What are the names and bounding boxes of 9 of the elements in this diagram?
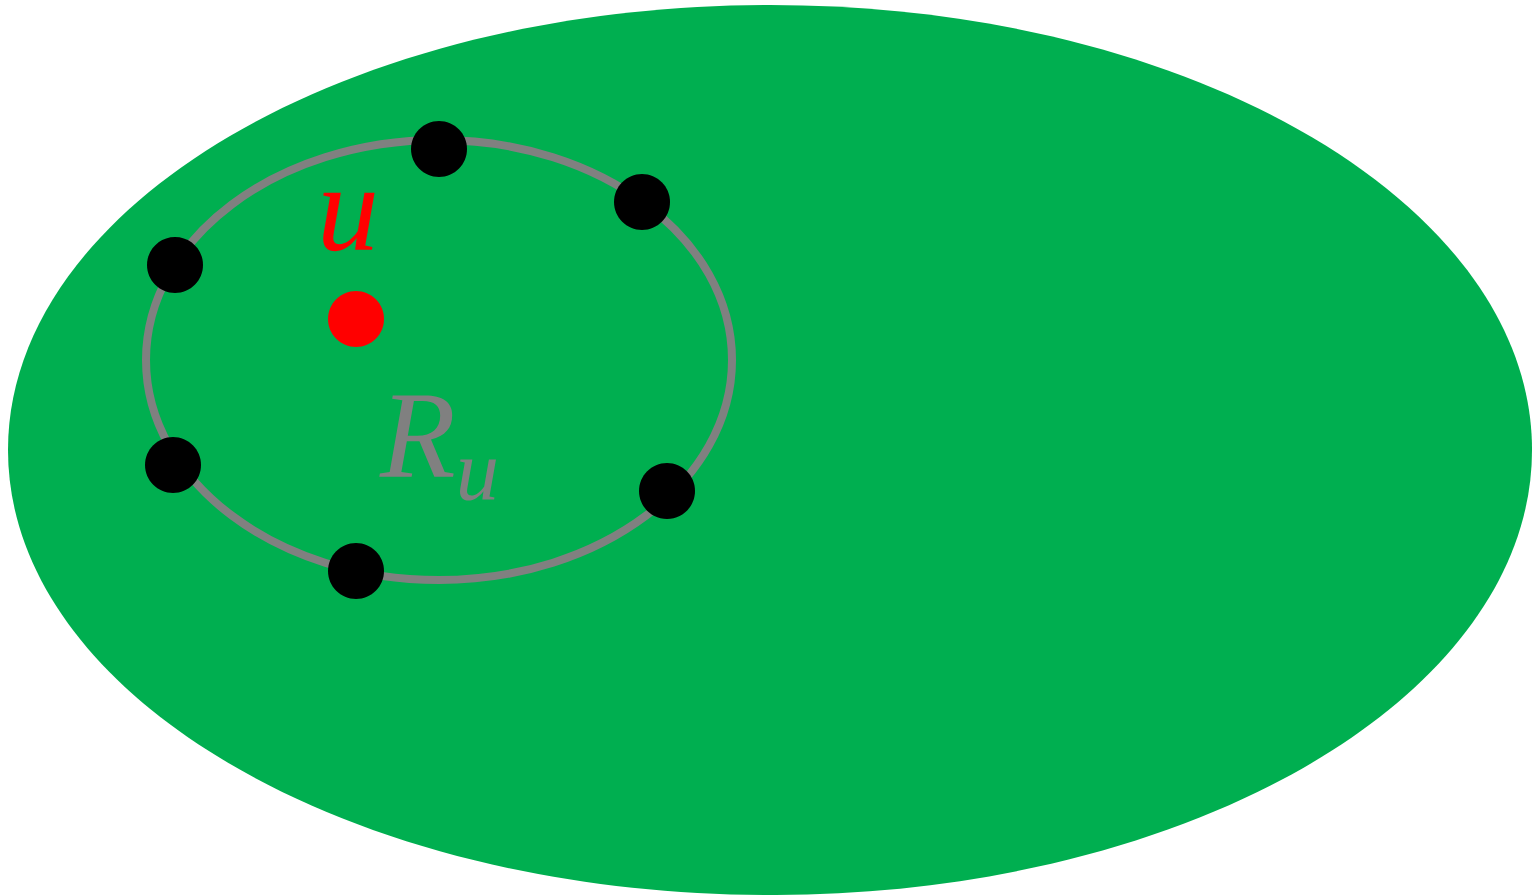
region-ellipse [8,5,1532,895]
point-dot [614,174,670,230]
region-label: R$_{u}$ [379,395,496,501]
point-dot [639,463,695,519]
point-dot [411,121,467,177]
point-dot [328,543,384,599]
point-label: u [323,192,375,252]
point-dot [147,237,203,293]
point-dot [145,437,201,493]
